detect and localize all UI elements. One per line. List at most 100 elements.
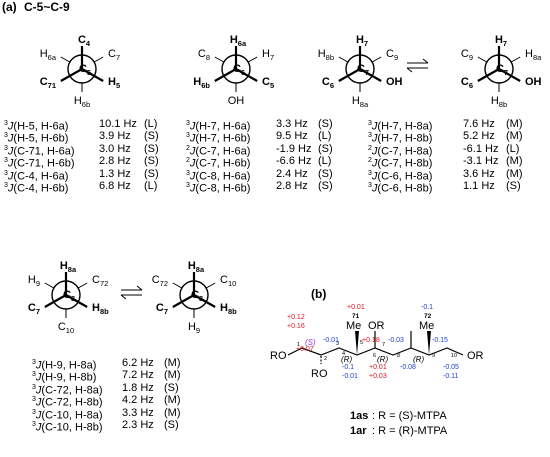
stereo-s: (S) — [305, 338, 316, 347]
coupling-class: (M) — [164, 357, 181, 369]
back-upper-left-atom: C8 — [198, 48, 210, 62]
coupling-label: 3J(H-7, H-6a) — [186, 120, 251, 133]
front-right-atom: H8b — [92, 302, 109, 316]
coupling-label: 3J(H-9, H-8b) — [32, 371, 97, 385]
delta-c5: +0.18 — [362, 337, 380, 344]
center-atom: C6 — [233, 63, 245, 77]
back-upper-left-atom: H6a — [40, 48, 57, 62]
coupling-label: 2J(C-7, H-6a) — [186, 144, 251, 158]
num-71: 71 — [352, 313, 360, 320]
wedge-bond-me71 — [355, 331, 359, 355]
or-c7-label: OR — [368, 320, 385, 332]
me-c5-label: Me — [346, 320, 361, 332]
stereo-r1: (R) — [341, 355, 352, 364]
num-c4: 4 — [342, 351, 345, 357]
num-c8: 8 — [397, 353, 400, 359]
coupling-value: 3.6 Hz — [463, 167, 495, 180]
coupling-value: 6.2 Hz — [122, 357, 154, 369]
coupling-label: 3J(C-8, H-6b) — [186, 181, 251, 195]
num-72: 72 — [424, 313, 432, 320]
coupling-value: -6.6 Hz — [276, 155, 312, 168]
coupling-value: 4.2 Hz — [122, 394, 154, 407]
center-atom: C8 — [63, 289, 75, 303]
num-c7: 7 — [382, 342, 385, 348]
back-bottom-atom: H8b — [491, 95, 507, 109]
delta-c2: +0.07 — [296, 346, 314, 353]
num-c9: 9 — [432, 353, 435, 359]
center-atom: C5 — [79, 63, 91, 77]
coupling-label: 3J(C-4, H-6b) — [4, 181, 69, 195]
coupling-class: (S) — [318, 142, 333, 155]
back-upper-left-atom: H8b — [318, 48, 334, 62]
center-atom: C8 — [191, 289, 203, 303]
front-left-atom: C6 — [322, 76, 334, 90]
delta-c1b: +0.16 — [287, 323, 305, 330]
center-atom: C7 — [357, 63, 369, 77]
back-bottom-atom: H6b — [74, 95, 90, 109]
coupling-value: 3.9 Hz — [99, 130, 131, 143]
front-left-atom: C7 — [28, 302, 40, 316]
coupling-class: (M) — [164, 369, 181, 382]
back-upper-right-atom: C7 — [108, 48, 120, 62]
legend-1as-text: : R = (S)-MTPA — [372, 410, 447, 422]
coupling-label: 2J(C-7, H-8b) — [368, 157, 433, 170]
coupling-value: 3.3 Hz — [122, 406, 154, 419]
back-upper-right-atom: C10 — [220, 274, 236, 288]
coupling-class: (S) — [144, 130, 159, 143]
coupling-value: 7.6 Hz — [463, 118, 495, 130]
coupling-label: 3J(C-71, H-6a) — [4, 144, 75, 158]
coupling-class: (S) — [318, 118, 333, 130]
delta-c1a: +0.12 — [287, 314, 305, 321]
num-c5: 5 — [360, 340, 363, 346]
coupling-label: 3J(H-5, H-6b) — [4, 132, 69, 146]
coupling-class: (M) — [506, 167, 523, 180]
coupling-label: 3J(C-8, H-6a) — [186, 169, 251, 183]
front-top-atom: H7 — [495, 34, 507, 48]
back-upper-right-atom: C72 — [92, 274, 108, 288]
coupling-class: (M) — [506, 130, 523, 143]
num-c2: 2 — [324, 356, 327, 362]
front-left-atom: H6b — [193, 76, 210, 90]
back-bottom-atom: C10 — [58, 321, 74, 335]
coupling-class: (S) — [144, 155, 159, 168]
coupling-label: 2J(C-7, H-8a) — [368, 144, 433, 158]
delta-c7: -0.03 — [388, 337, 404, 344]
coupling-value: 7.2 Hz — [122, 369, 154, 382]
delta-c3: -0.01 — [323, 337, 339, 344]
coupling-class: (S) — [144, 167, 159, 180]
me-c8-label: Me — [419, 320, 434, 332]
num-c1: 1 — [297, 342, 300, 348]
coupling-value: 2.4 Hz — [276, 167, 308, 180]
ro-down-label: RO — [311, 368, 328, 380]
coupling-class: (M) — [164, 406, 181, 419]
coupling-label: 3J(H-9, H-8a) — [32, 359, 97, 372]
front-right-atom: H8b — [220, 302, 237, 316]
legend-1ar-text: : R = (R)-MTPA — [372, 425, 448, 437]
panel-b-labels: RO RO OR OR Me Me 71 72 (S) (R) (R) (R) … — [270, 304, 484, 437]
back-bottom-atom: OH — [228, 95, 245, 107]
legend-1ar-id: 1ar — [350, 425, 367, 437]
coupling-label: 3J(C-71, H-6b) — [4, 157, 75, 170]
coupling-class: (L) — [318, 155, 332, 168]
front-right-atom: OH — [386, 76, 403, 88]
coupling-value: 3.3 Hz — [276, 118, 308, 130]
panel-a-title: C-5~C-9 — [24, 0, 70, 14]
coupling-label: 3J(H-7, H-8a) — [368, 120, 433, 133]
molecule-skeleton — [287, 331, 464, 364]
front-top-atom: C4 — [78, 34, 91, 48]
front-right-atom: OH — [525, 76, 542, 88]
coupling-value: 2.8 Hz — [276, 179, 308, 192]
back-upper-right-atom: C9 — [386, 48, 398, 62]
coupling-label: 3J(C-10, H-8a) — [32, 408, 103, 422]
front-top-atom: H6a — [230, 34, 247, 48]
coupling-class: (M) — [506, 155, 523, 168]
coupling-value: -1.9 Hz — [276, 142, 312, 155]
front-left-atom: C6 — [461, 76, 473, 90]
delta-c4b: -0.01 — [342, 373, 358, 380]
front-top-atom: H7 — [356, 34, 368, 48]
